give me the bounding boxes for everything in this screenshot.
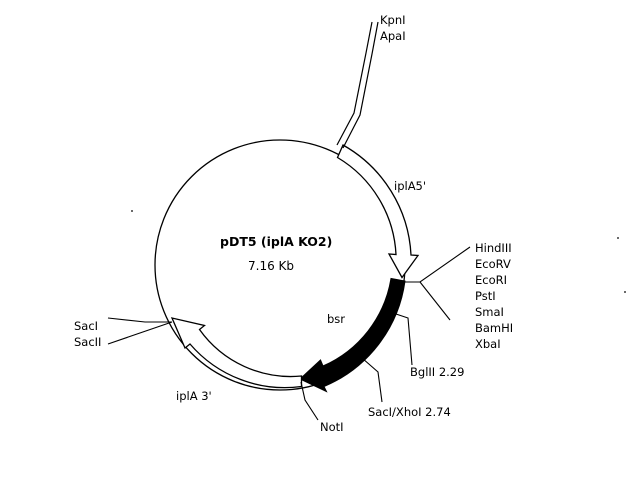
sacixhoi-label: SacI/XhoI 2.74 xyxy=(368,405,451,419)
mcs-pointer xyxy=(403,246,471,283)
mcs-site-bamhi: BamHI xyxy=(475,321,513,335)
noti-pointer xyxy=(300,381,319,421)
saci-label: SacI xyxy=(74,319,98,333)
mcs-site-smai: SmaI xyxy=(475,305,504,319)
mcs-site-xbai: XbaI xyxy=(475,337,501,351)
apai-label: ApaI xyxy=(380,29,406,43)
mcs-site-hindiii: HindIII xyxy=(475,241,512,255)
kpni-apai-pointer xyxy=(342,21,379,149)
ipla5-label: iplA5' xyxy=(394,179,426,193)
mcs-site-psti: PstI xyxy=(475,289,496,303)
mcs-site-ecori: EcoRI xyxy=(475,273,507,287)
bsr-label: bsr xyxy=(327,312,345,326)
ipla5-arrow xyxy=(336,144,420,279)
mcs-site-ecorv: EcoRV xyxy=(475,257,511,271)
bglii-label: BglII 2.29 xyxy=(410,365,464,379)
bglii-pointer xyxy=(392,312,413,366)
bsr-arrow xyxy=(299,277,406,393)
plasmid-name: pDT5 (iplA KO2) xyxy=(220,234,332,249)
ipla3-label: iplA 3' xyxy=(176,389,212,403)
plasmid-size: 7.16 Kb xyxy=(248,259,294,273)
noti-label: NotI xyxy=(320,420,344,434)
saci-sacii-pointer xyxy=(107,317,172,323)
sacii-label: SacII xyxy=(74,335,101,349)
ipla3-arrow xyxy=(170,317,303,389)
sacixhoi-pointer xyxy=(361,357,383,403)
kpni-label: KpnI xyxy=(380,13,406,27)
